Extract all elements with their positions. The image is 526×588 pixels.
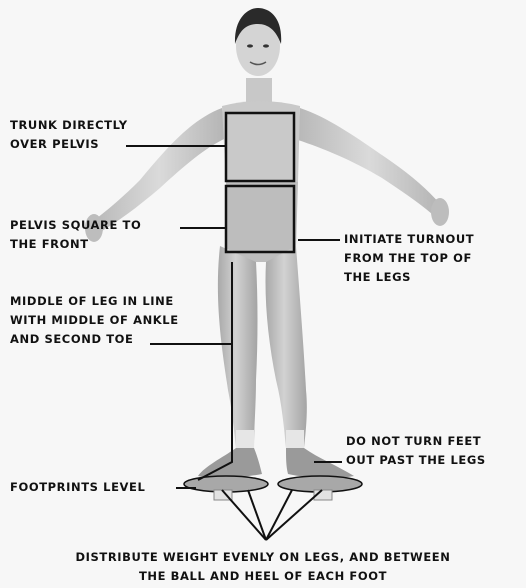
trunk-label-line-2: OVER PELVIS <box>10 135 128 154</box>
footprints-label-text: FOOTPRINTS LEVEL <box>10 478 145 497</box>
feet-label: DO NOT TURN FEET OUT PAST THE LEGS <box>346 432 486 470</box>
turnout-label-line-1: INITIATE TURNOUT <box>344 230 474 249</box>
pelvis-label: PELVIS SQUARE TO THE FRONT <box>10 216 141 254</box>
left-leg <box>218 246 258 448</box>
leg-line-label-line-2: WITH MIDDLE OF ANKLE <box>10 311 179 330</box>
footprints-label: FOOTPRINTS LEVEL <box>10 478 145 497</box>
weight-line-4 <box>266 490 322 540</box>
trunk-label: TRUNK DIRECTLY OVER PELVIS <box>10 116 128 154</box>
turnout-label: INITIATE TURNOUT FROM THE TOP OF THE LEG… <box>344 230 474 287</box>
feet-label-line-2: OUT PAST THE LEGS <box>346 451 486 470</box>
pelvis-label-line-2: THE FRONT <box>10 235 141 254</box>
weight-line-3 <box>266 490 292 540</box>
right-ankle <box>286 430 304 450</box>
pelvis-label-line-1: PELVIS SQUARE TO <box>10 216 141 235</box>
weight-line-2 <box>248 490 266 540</box>
leotard <box>226 182 298 262</box>
leg-line-label-line-1: MIDDLE OF LEG IN LINE <box>10 292 179 311</box>
weight-label-line-2: THE BALL AND HEEL OF EACH FOOT <box>0 567 526 586</box>
turnout-label-line-2: FROM THE TOP OF <box>344 249 474 268</box>
leg-line-label-line-3: AND SECOND TOE <box>10 330 179 349</box>
right-foot <box>286 448 354 478</box>
weight-label-line-1: DISTRIBUTE WEIGHT EVENLY ON LEGS, AND BE… <box>0 548 526 567</box>
weight-line-1 <box>222 490 266 540</box>
left-eye <box>247 44 253 47</box>
weight-label: DISTRIBUTE WEIGHT EVENLY ON LEGS, AND BE… <box>0 548 526 586</box>
left-ankle <box>236 430 254 450</box>
right-arm <box>298 108 440 214</box>
right-leg <box>265 246 306 448</box>
leg-line-label: MIDDLE OF LEG IN LINE WITH MIDDLE OF ANK… <box>10 292 179 349</box>
trunk-label-line-1: TRUNK DIRECTLY <box>10 116 128 135</box>
right-hand <box>431 198 449 226</box>
feet-label-line-1: DO NOT TURN FEET <box>346 432 486 451</box>
right-eye <box>263 44 269 47</box>
turnout-label-line-3: THE LEGS <box>344 268 474 287</box>
